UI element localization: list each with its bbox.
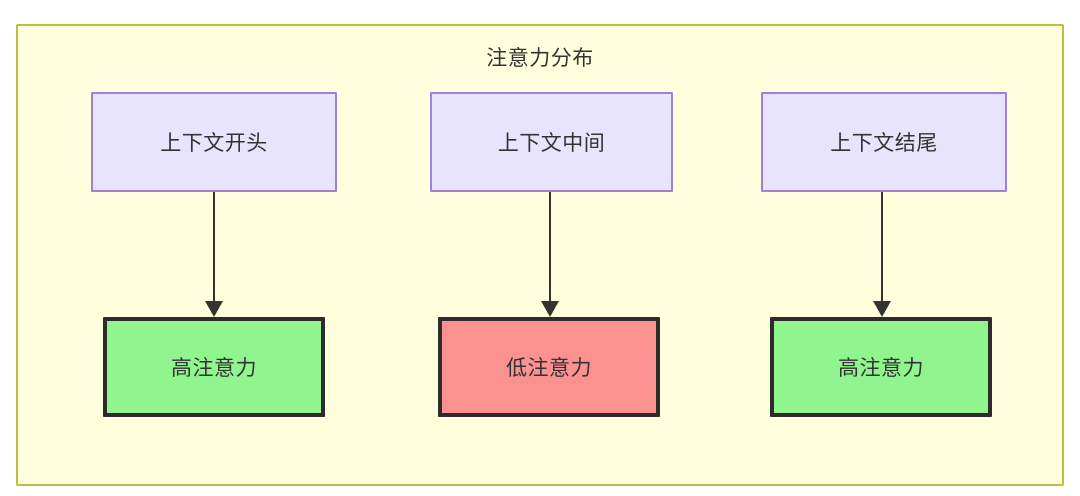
node-attention-high-1[interactable]: 高注意力 bbox=[103, 317, 325, 417]
subgraph-title: 注意力分布 bbox=[486, 47, 594, 70]
node-context-middle[interactable]: 上下文中间 bbox=[430, 92, 673, 192]
node-context-end[interactable]: 上下文结尾 bbox=[761, 92, 1007, 192]
node-attention-high-2[interactable]: 高注意力 bbox=[770, 317, 992, 417]
node-context-start[interactable]: 上下文开头 bbox=[91, 92, 337, 192]
node-attention-low[interactable]: 低注意力 bbox=[438, 317, 660, 417]
